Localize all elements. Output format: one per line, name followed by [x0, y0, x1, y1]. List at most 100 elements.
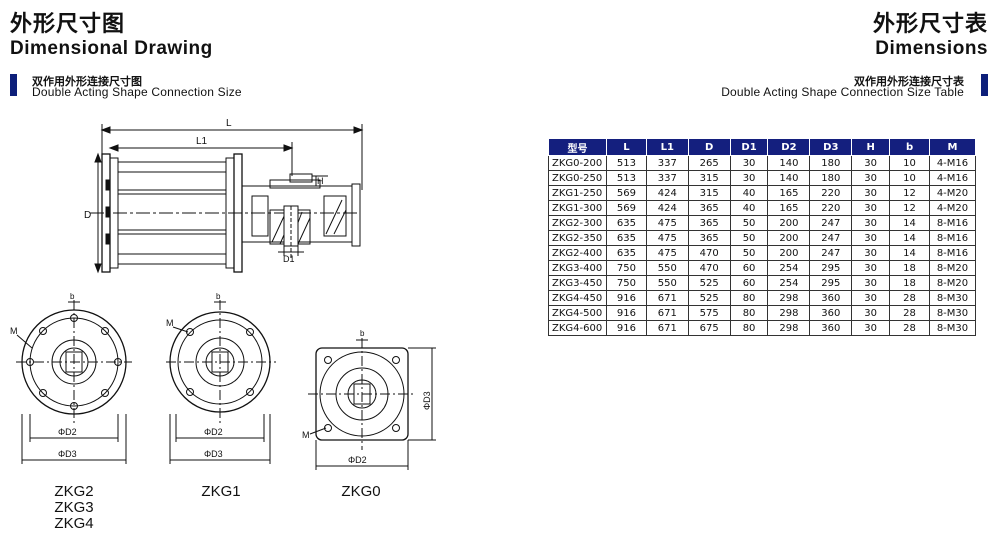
model-label-zkg2: ZKG2 [54, 483, 94, 500]
table-cell: 475 [645, 215, 689, 231]
column-header: H [851, 138, 891, 156]
table-cell: 671 [645, 320, 689, 336]
table-cell: 470 [687, 260, 731, 276]
table-cell: ZKG2-400 [548, 245, 607, 261]
table-cell: 50 [729, 245, 769, 261]
table-cell: 365 [687, 200, 731, 216]
table-cell: 360 [809, 305, 853, 321]
table-title-en: Dimensions [875, 38, 988, 59]
table-cell: 10 [889, 155, 930, 171]
table-cell: 200 [767, 215, 811, 231]
table-cell: ZKG2-300 [548, 215, 607, 231]
table-cell: 180 [809, 170, 853, 186]
dim-label-H: H [317, 176, 324, 186]
table-cell: ZKG1-300 [548, 200, 607, 216]
table-cell: ZKG0-200 [548, 155, 607, 171]
table-cell: 254 [767, 275, 811, 291]
column-header: D3 [809, 138, 853, 156]
drawing-title-cn: 外形尺寸图 [10, 12, 126, 37]
table-cell: 8-M20 [928, 275, 977, 291]
table-cell: 298 [767, 290, 811, 306]
table-cell: 575 [687, 305, 731, 321]
table-cell: 60 [729, 260, 769, 276]
table-cell: 30 [851, 260, 891, 276]
table-cell: ZKG3-450 [548, 275, 607, 291]
table-cell: ZKG4-600 [548, 320, 607, 336]
end-view-zkg-large: b M ΦD2 ΦD3 [10, 292, 132, 464]
column-header: D [687, 138, 731, 156]
table-cell: 475 [645, 245, 689, 261]
table-cell: 40 [729, 185, 769, 201]
table-cell: 635 [605, 230, 647, 246]
table-cell: 30 [851, 200, 891, 216]
table-cell: 295 [809, 260, 853, 276]
table-cell: 675 [687, 320, 731, 336]
table-cell: 10 [889, 170, 930, 186]
table-cell: 513 [605, 155, 647, 171]
table-cell: 671 [645, 305, 689, 321]
table-cell: 30 [851, 245, 891, 261]
column-header: L [605, 138, 647, 156]
table-cell: 365 [687, 230, 731, 246]
table-cell: 475 [645, 230, 689, 246]
table-cell: 180 [809, 155, 853, 171]
table-cell: 360 [809, 320, 853, 336]
table-title-cn: 外形尺寸表 [872, 12, 988, 37]
table-cell: 916 [605, 305, 647, 321]
dim-label-b: b [70, 292, 75, 301]
table-cell: 28 [889, 320, 930, 336]
table-cell: 550 [645, 260, 689, 276]
column-header: D2 [767, 138, 811, 156]
table-cell: 30 [729, 170, 769, 186]
table-cell: 295 [809, 275, 853, 291]
dim-label-D2: ΦD2 [348, 455, 367, 465]
table-cell: 30 [851, 170, 891, 186]
table-cell: 254 [767, 260, 811, 276]
section-marker [981, 74, 988, 96]
table-cell: 4-M16 [928, 155, 977, 171]
table-cell: ZKG2-350 [548, 230, 607, 246]
table-cell: 30 [851, 290, 891, 306]
table-cell: 315 [687, 185, 731, 201]
table-cell: 365 [687, 215, 731, 231]
table-cell: 4-M20 [928, 200, 977, 216]
table-cell: 750 [605, 275, 647, 291]
table-cell: 18 [889, 275, 930, 291]
table-cell: 635 [605, 245, 647, 261]
table-cell: 671 [645, 290, 689, 306]
table-cell: ZKG4-450 [548, 290, 607, 306]
table-cell: 750 [605, 260, 647, 276]
table-cell: 916 [605, 290, 647, 306]
table-cell: 30 [851, 230, 891, 246]
table-cell: 337 [645, 155, 689, 171]
table-cell: ZKG1-250 [548, 185, 607, 201]
table-cell: 165 [767, 200, 811, 216]
dim-label-b: b [216, 292, 221, 301]
model-label-zkg0: ZKG0 [341, 483, 381, 500]
table-cell: 8-M30 [928, 305, 977, 321]
table-cell: 30 [729, 155, 769, 171]
table-cell: 315 [687, 170, 731, 186]
table-cell: ZKG0-250 [548, 170, 607, 186]
drawing-title-en: Dimensional Drawing [10, 38, 213, 59]
table-cell: 635 [605, 215, 647, 231]
table-cell: 60 [729, 275, 769, 291]
dim-label-M: M [166, 318, 174, 328]
table-cell: 140 [767, 155, 811, 171]
table-cell: 28 [889, 305, 930, 321]
table-cell: 30 [851, 185, 891, 201]
table-cell: 569 [605, 200, 647, 216]
dim-label-L: L [226, 118, 232, 129]
table-cell: 14 [889, 215, 930, 231]
table-cell: 8-M30 [928, 290, 977, 306]
